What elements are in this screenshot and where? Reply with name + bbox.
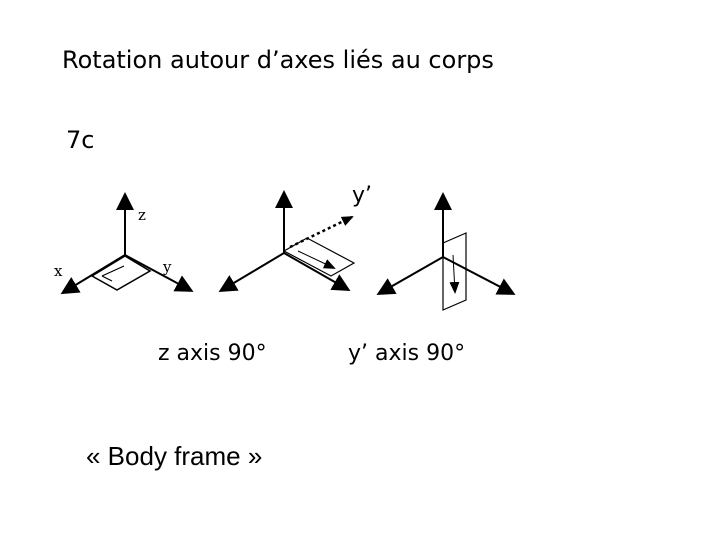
frame-2: y’	[218, 183, 372, 293]
frame3-plate-arrow	[449, 254, 460, 294]
frame2-body-plate	[282, 237, 356, 277]
frame3-y-axis	[442, 256, 516, 295]
body-frame-label: « Body frame »	[86, 441, 263, 471]
frame1-plate-mark	[101, 265, 125, 277]
frame1-y-axis	[124, 254, 194, 292]
frame1-x-label: x	[54, 262, 63, 280]
frame3-x-axis	[376, 256, 444, 295]
slide-title: Rotation autour d’axes liés au corps	[62, 46, 494, 74]
slide-label: 7c	[66, 126, 95, 154]
frame1-z-label: z	[138, 206, 146, 224]
frame2-plate-arrow	[297, 250, 336, 269]
frame3-body-plate	[442, 232, 467, 311]
frame-1: z x y	[54, 192, 194, 295]
frame1-y-label: y	[162, 258, 172, 276]
frame1-x-axis	[60, 254, 126, 295]
frame2-y-axis	[283, 252, 351, 291]
caption-z-axis: z axis 90°	[158, 341, 267, 366]
frame1-plate-mark-2	[101, 275, 113, 282]
caption-y-axis: y’ axis 90°	[348, 341, 466, 366]
y-prime-label: y’	[352, 183, 372, 208]
frame1-body-plate	[90, 255, 152, 291]
frame-3	[376, 192, 516, 311]
frame2-x-axis	[218, 252, 285, 293]
